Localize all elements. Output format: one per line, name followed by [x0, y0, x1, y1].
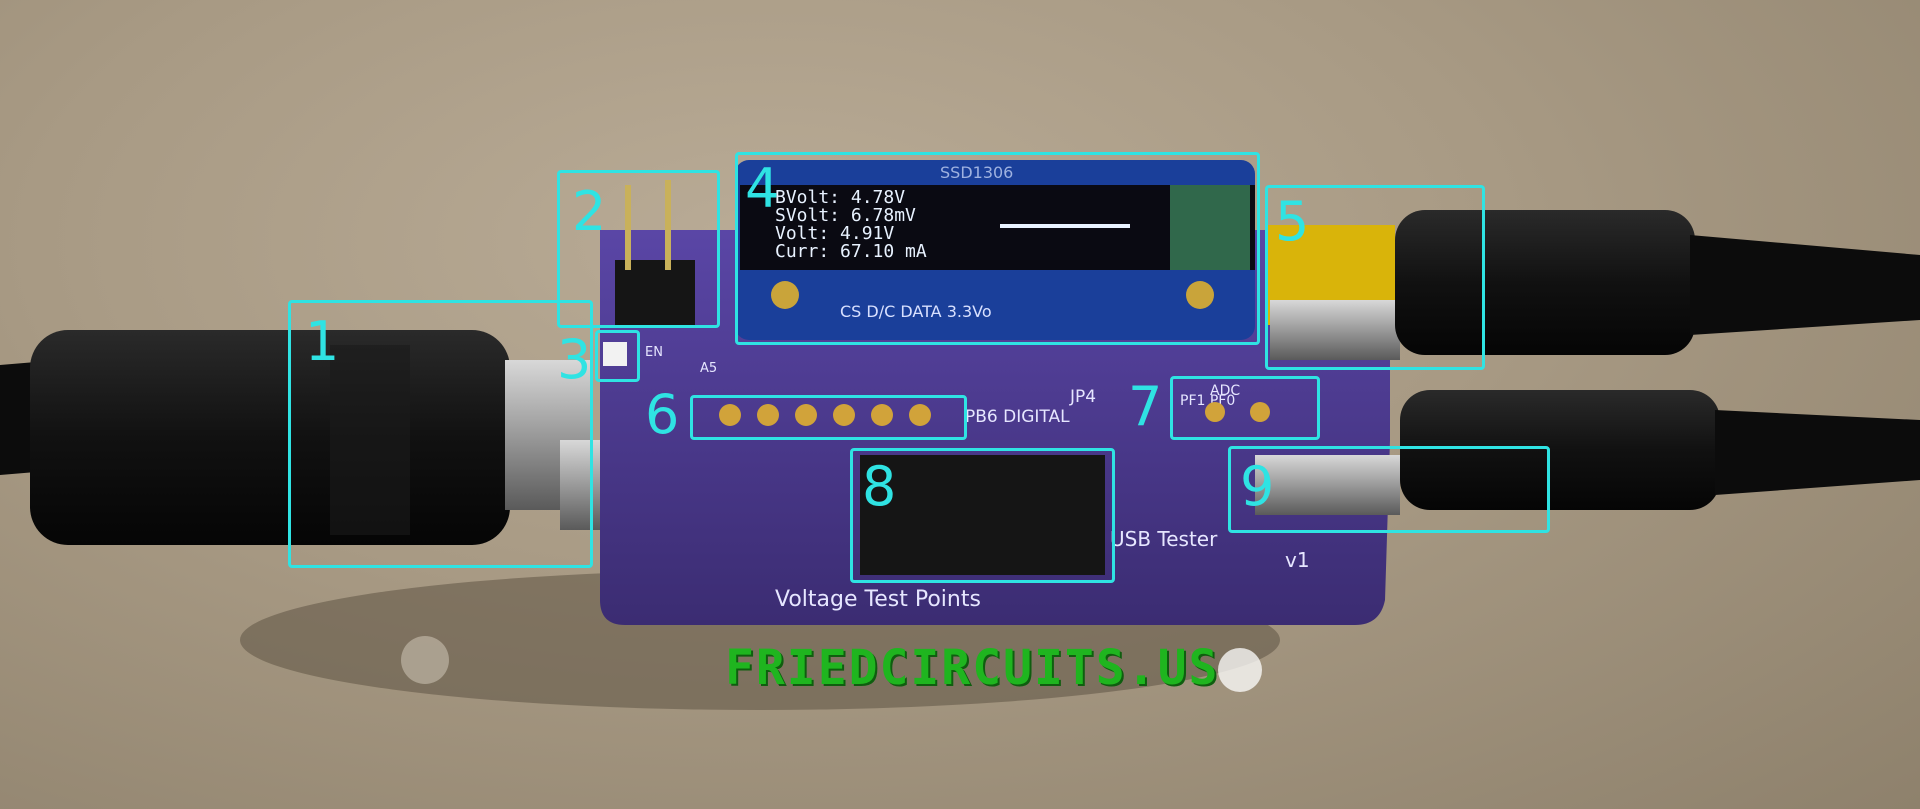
- usb-tester-label: USB Tester: [1110, 527, 1218, 551]
- oled-ribbon: [1170, 185, 1250, 270]
- annotation-box-6: [690, 395, 967, 440]
- pad-row: [719, 404, 931, 426]
- oled-bar: [1000, 224, 1130, 228]
- brand-watermark: FRIEDCIRCUITS.US: [725, 640, 1220, 696]
- annotation-label-6: 6: [645, 383, 680, 446]
- jp-label: JP4: [1069, 387, 1096, 407]
- pb6-label: PB6 DIGITAL: [965, 407, 1070, 427]
- adc-pad-1: [1205, 402, 1225, 422]
- annotation-label-4: 4: [745, 157, 780, 220]
- header-pin-2: [665, 180, 671, 270]
- annotation-label-8: 8: [862, 455, 897, 518]
- mount-hole-2: [401, 636, 449, 684]
- adc-pad-2: [1250, 402, 1270, 422]
- annotation-label-7: 7: [1128, 375, 1163, 438]
- annotation-box-8: [850, 448, 1115, 583]
- annotation-box-9: [1228, 446, 1550, 533]
- oled-glass: [740, 185, 1255, 270]
- annotation-box-2: [557, 170, 720, 328]
- top-right-plug: [1395, 210, 1695, 355]
- voltage-label: Voltage Test Points: [775, 587, 981, 612]
- annotation-label-5: 5: [1275, 190, 1310, 253]
- oled-hole-right: [1186, 281, 1214, 309]
- oled-pin-labels: CS D/C DATA 3.3Vo: [840, 302, 992, 321]
- annotation-label-3: 3: [557, 328, 592, 391]
- header-pin-1: [625, 185, 631, 270]
- led: [603, 342, 627, 366]
- version-label: v1: [1285, 548, 1310, 572]
- oled-line-1: BVolt: 4.78V: [775, 187, 905, 208]
- left-plug-ridges: [330, 345, 410, 535]
- en-label: EN: [645, 345, 663, 360]
- top-right-cable: [1690, 235, 1920, 335]
- annotation-box-1: [288, 300, 593, 568]
- mini-usb-metal: [1270, 300, 1400, 360]
- oled-line-2: SVolt: 6.78mV: [775, 205, 916, 226]
- annotation-box-4: [735, 152, 1260, 345]
- annotation-box-5: [1265, 185, 1485, 370]
- header-block: [615, 260, 695, 325]
- a5-label: A5: [700, 361, 717, 376]
- annotation-label-1: 1: [305, 310, 340, 373]
- mount-hole: [1218, 648, 1262, 692]
- annotation-label-9: 9: [1240, 455, 1275, 518]
- oled-line-4: Curr: 67.10 mA: [775, 241, 927, 262]
- annotation-box-3: [595, 330, 640, 382]
- oled-line-3: Volt: 4.91V: [775, 223, 894, 244]
- bottom-right-cable: [1715, 410, 1920, 495]
- annotation-box-7: [1170, 376, 1320, 440]
- micro-usb-metal: [1255, 455, 1400, 515]
- oled-header: SSD1306: [940, 163, 1013, 182]
- ic-chip: [860, 455, 1105, 575]
- annotation-label-2: 2: [572, 180, 607, 243]
- bottom-right-plug: [1400, 390, 1720, 510]
- oled-hole-left: [771, 281, 799, 309]
- adc-label: ADC: [1210, 383, 1240, 399]
